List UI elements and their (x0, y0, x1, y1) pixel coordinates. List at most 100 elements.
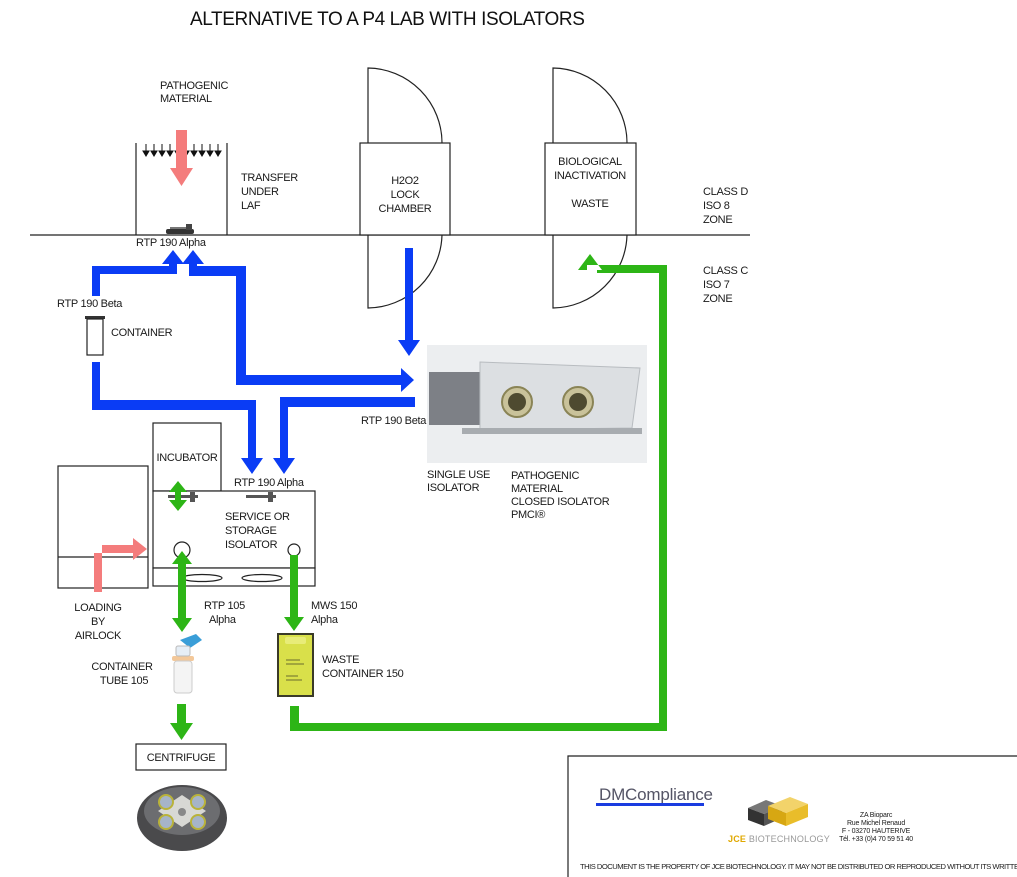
incubator-box (152, 422, 222, 492)
container-tube-105: RTP 105 Alpha CONTAINER TUBE 105 (91, 600, 245, 694)
service-label-line: STORAGE (225, 525, 277, 537)
zone-lower-line: ZONE (703, 293, 732, 305)
copyright-disclaimer: THIS DOCUMENT IS THE PROPERTY OF JCE BIO… (580, 862, 1017, 871)
zone-label-class-c: CLASS C ISO 7 ZONE (703, 265, 749, 305)
flow-arrow-head-up (172, 551, 192, 564)
flow-arrow-to-centrifuge (170, 704, 193, 740)
centrifuge: CENTRIFUGE (135, 743, 227, 851)
waste-label-line: WASTE (322, 654, 359, 666)
container-icon (86, 318, 104, 356)
zone-lower-line: CLASS C (703, 265, 748, 277)
inactivation-box (544, 142, 637, 236)
door-swing-bottom (552, 234, 628, 309)
incubator-transfer-arrow (169, 481, 187, 511)
glove-port-inner (569, 393, 587, 411)
zone-label-class-d: CLASS D ISO 8 ZONE (703, 186, 749, 226)
pathogenic-input-arrow (170, 130, 193, 186)
laf-source-line: MATERIAL (160, 93, 212, 105)
flow-arrow-container-to-service (92, 362, 263, 474)
zone-upper-line: CLASS D (703, 186, 748, 198)
laf-port-label: RTP 190 Alpha (136, 237, 207, 249)
company-address: ZA Bioparc Rue Michel Renaud F - 03270 H… (839, 812, 913, 843)
address-line: Tél. +33 (0)4 70 59 51 40 (839, 836, 913, 843)
glove-port-inner (508, 393, 526, 411)
single-use-label-line: ISOLATOR (427, 482, 480, 494)
lock-chamber-box (359, 142, 451, 236)
flow-arrow-single-use-to-service (273, 397, 415, 474)
flow-arrow-to-tube (172, 562, 192, 632)
door-swing-top (367, 67, 443, 144)
waste-port-line: MWS 150 (311, 600, 357, 612)
tube-cap (175, 645, 191, 657)
airlock-cabinet (57, 465, 149, 589)
zone-upper-line: ISO 8 (703, 200, 730, 212)
laf-label-line: UNDER (241, 186, 279, 198)
title-block: DMCompliance JCE BIOTECHNOLOGY ZA Biopar… (567, 755, 1017, 877)
service-label-line: SERVICE OR (225, 511, 290, 523)
inactivation-waste-label: WASTE (571, 198, 608, 210)
laf-label-line: TRANSFER (241, 172, 298, 184)
container-lid-icon (85, 316, 105, 319)
isolator-airlock-block (429, 372, 480, 425)
tube-collar (172, 656, 194, 661)
single-use-isolator: RTP 190 Beta SINGLE USE ISOLATOR PATHOGE… (361, 345, 647, 521)
single-use-label-line: SINGLE USE (427, 469, 490, 481)
rtp-190-beta-container: RTP 190 Beta CONTAINER (57, 298, 173, 356)
single-use-port-label: RTP 190 Beta (361, 415, 427, 427)
flow-arrow-to-waste (284, 555, 304, 631)
loading-label-line: AIRLOCK (75, 630, 122, 642)
door-swing-bottom (367, 234, 443, 309)
address-line: F - 03270 HAUTERIVE (842, 828, 911, 835)
tube-label-line: TUBE 105 (100, 675, 149, 687)
dmcompliance-brand: DMCompliance (599, 785, 713, 804)
title-block-frame (567, 755, 1017, 877)
jce-logo-icon (748, 797, 808, 826)
zone-upper-line: ZONE (703, 214, 732, 226)
waste-port-line: Alpha (311, 614, 339, 626)
pmci-label-line: CLOSED ISOLATOR (511, 496, 610, 508)
glove-hand-icon (180, 634, 202, 648)
incubator-label: INCUBATOR (156, 452, 217, 464)
diagram-title: ALTERNATIVE TO A P4 LAB WITH ISOLATORS (190, 9, 584, 30)
waste-flow-paths (170, 254, 667, 740)
rtp-port-icon (166, 224, 194, 234)
lock-chamber-line: CHAMBER (379, 203, 432, 215)
address-line: Rue Michel Renaud (847, 820, 905, 827)
container-port-label: RTP 190 Beta (57, 298, 123, 310)
inactivation-line: BIOLOGICAL (558, 156, 622, 168)
loading-label-line: LOADING (74, 602, 121, 614)
waste-bin-lid (285, 637, 306, 644)
pmci-label-line: MATERIAL (511, 483, 563, 495)
transfer-flow-paths (92, 248, 420, 474)
tube-label-line: CONTAINER (91, 661, 153, 673)
lock-chamber-line: H2O2 (391, 175, 419, 187)
pmci-label-line: PMCI® (511, 509, 545, 521)
laf-source-line: PATHOGENIC (160, 80, 228, 92)
zone-lower-line: ISO 7 (703, 279, 730, 291)
h2o2-lock-chamber: H2O2 LOCK CHAMBER (359, 67, 451, 309)
centrifuge-label-box (135, 743, 227, 771)
laf-label-line: LAF (241, 200, 261, 212)
pmci-label-line: PATHOGENIC (511, 470, 579, 482)
rtp-port-icon (168, 492, 276, 502)
biological-inactivation-chamber: BIOLOGICAL INACTIVATION WASTE (544, 67, 637, 309)
inactivation-line: INACTIVATION (554, 170, 626, 182)
service-storage-isolator: INCUBATOR RTP 190 Alpha SERVICE OR STORA… (57, 422, 316, 642)
tube-port-line: Alpha (209, 614, 237, 626)
loading-arrow (94, 538, 147, 592)
flow-arrow-to-single-use (182, 250, 414, 392)
loading-label-line: BY (91, 616, 106, 628)
tube-port-line: RTP 105 (204, 600, 245, 612)
jce-wordmark: JCE BIOTECHNOLOGY (728, 834, 830, 844)
centrifuge-label: CENTRIFUGE (147, 752, 216, 764)
flow-arrow-to-laf-left (92, 250, 184, 296)
laf-transfer-zone: PATHOGENIC MATERIAL TRANSFER UNDER LAF R… (135, 80, 299, 249)
address-line: ZA Bioparc (860, 812, 893, 819)
service-port-label: RTP 190 Alpha (234, 477, 305, 489)
waste-bin-icon (279, 635, 312, 695)
service-label-line: ISOLATOR (225, 539, 278, 551)
tube-body-icon (173, 660, 193, 694)
door-swing-top (552, 67, 628, 144)
container-label: CONTAINER (111, 327, 173, 339)
